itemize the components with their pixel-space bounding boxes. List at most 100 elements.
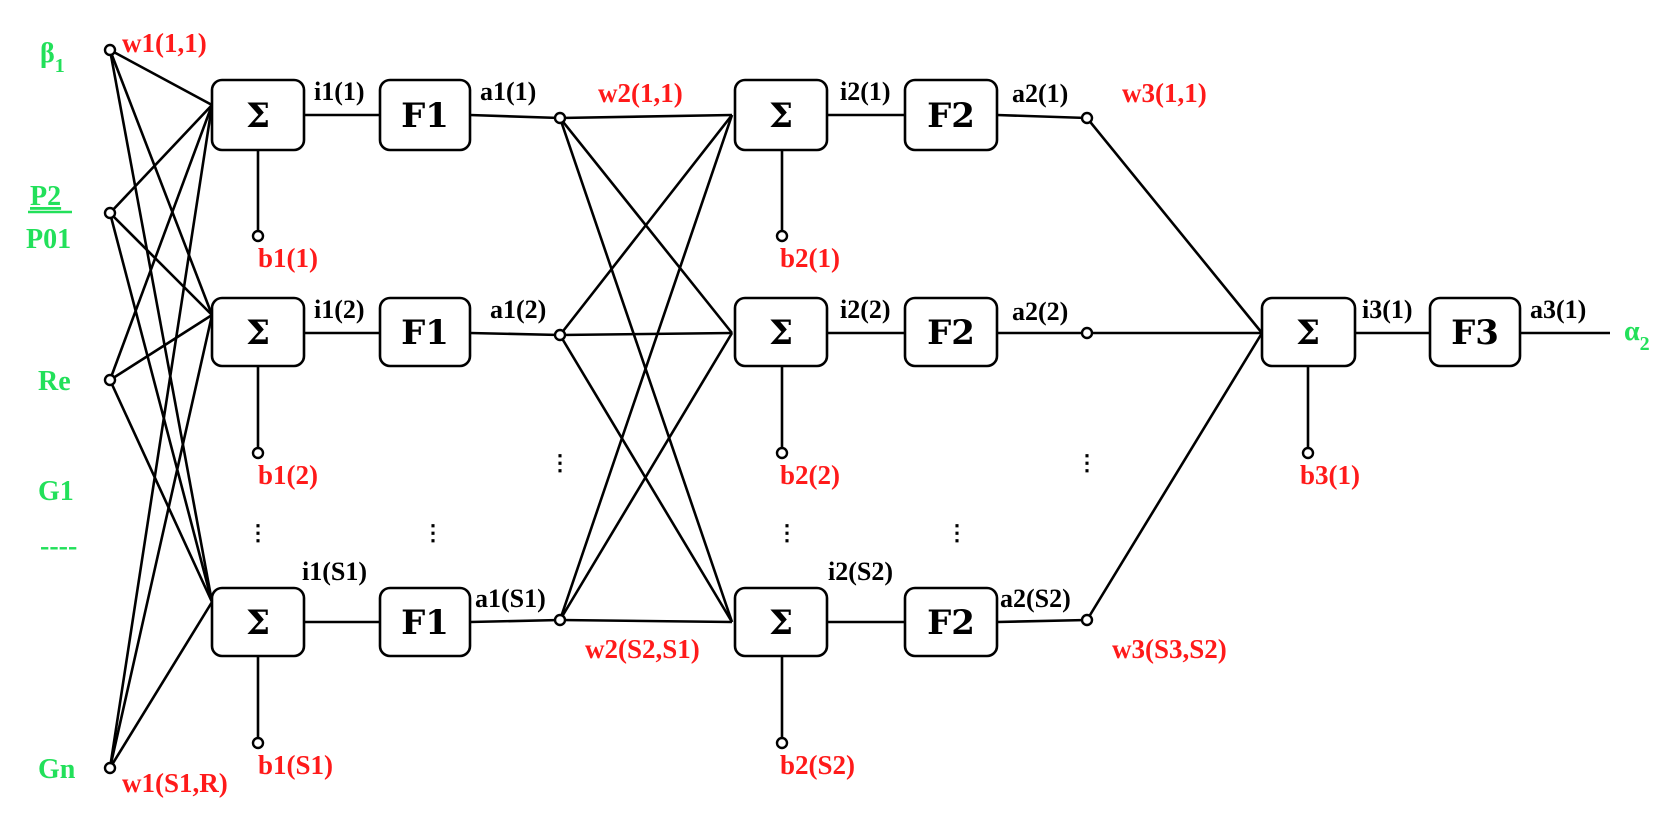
bias-b1-s1: b1(S1) xyxy=(258,750,333,780)
f1-box xyxy=(378,296,472,368)
layer2-output-node xyxy=(1080,326,1094,340)
input-node xyxy=(103,43,117,57)
summation-box xyxy=(210,78,306,152)
layer2-output-node xyxy=(1080,613,1094,627)
input-re: Re xyxy=(38,366,71,397)
summation-box xyxy=(210,296,306,368)
weight-w3-first: w3(1,1) xyxy=(1122,78,1207,108)
input-node xyxy=(103,373,117,387)
weight-w3-last: w3(S3,S2) xyxy=(1112,634,1227,664)
layer2-neuron-1: Σ F2 xyxy=(733,78,999,152)
layer1-neuron-1: Σ F1 xyxy=(210,78,472,152)
layer1-output-node xyxy=(553,613,567,627)
input-p01: P01 xyxy=(26,224,71,255)
signal-a1-s1: a1(S1) xyxy=(475,584,546,613)
weight-w1-last: w1(S1,R) xyxy=(122,768,228,798)
summation-symbol: Σ xyxy=(769,96,793,136)
signal-i2-s2: i2(S2) xyxy=(828,557,893,586)
signal-a2-2: a2(2) xyxy=(1012,297,1068,326)
signal-i3-1: i3(1) xyxy=(1362,295,1413,324)
layer2-neuron-2: Σ F2 xyxy=(733,296,999,368)
signal-labels: i1(1) a1(1) i1(2) a1(2) i1(S1) a1(S1) i2… xyxy=(302,77,1586,613)
layer1-links xyxy=(256,113,561,740)
summation-symbol: Σ xyxy=(769,603,793,643)
f3-box xyxy=(1428,296,1522,368)
bias-node xyxy=(775,446,789,460)
ellipsis-dots: ⋮ xyxy=(776,521,798,546)
bias-node xyxy=(775,736,789,750)
bias-b2-2: b2(2) xyxy=(780,460,840,490)
bias-node xyxy=(251,229,265,243)
bias-b1-2: b1(2) xyxy=(258,460,318,490)
layer1-neuron-2: Σ F1 xyxy=(210,296,472,368)
ellipsis-dots: ⋮ xyxy=(549,451,571,476)
summation-box xyxy=(733,78,829,152)
bias-b2-1: b2(1) xyxy=(780,243,840,273)
signal-a2-1: a2(1) xyxy=(1012,79,1068,108)
node-circles xyxy=(103,43,1315,775)
f2-label: F2 xyxy=(927,603,975,643)
alpha-symbol: α xyxy=(1624,316,1640,347)
bias-node xyxy=(251,446,265,460)
input-labels: β1 P2 P01 Re G1 ---- Gn xyxy=(26,38,77,785)
layer3-neuron-1: Σ F3 xyxy=(1260,296,1522,368)
summation-box xyxy=(733,586,829,658)
signal-a3-1: a3(1) xyxy=(1530,295,1586,324)
signal-i2-1: i2(1) xyxy=(840,77,891,106)
bias-node xyxy=(775,229,789,243)
beta-subscript: 1 xyxy=(55,55,65,77)
signal-i1-s1: i1(S1) xyxy=(302,557,367,586)
bias-node xyxy=(251,736,265,750)
input-p2: P2 xyxy=(30,181,61,212)
f2-box xyxy=(903,586,999,658)
input-g1: G1 xyxy=(38,476,74,507)
input-to-layer1-connections xyxy=(108,48,214,769)
f1-label: F1 xyxy=(401,96,449,136)
weight-w2-first: w2(1,1) xyxy=(598,78,683,108)
input-beta1: β1 xyxy=(40,38,65,77)
summation-symbol: Σ xyxy=(246,603,270,643)
layer2-output-node xyxy=(1080,111,1094,125)
signal-a1-2: a1(2) xyxy=(490,295,546,324)
output-alpha2: α2 xyxy=(1624,316,1650,355)
summation-symbol: Σ xyxy=(246,96,270,136)
ellipsis-dots: ⋮ xyxy=(247,521,269,546)
summation-box xyxy=(1260,296,1357,368)
signal-i1-2: i1(2) xyxy=(314,295,365,324)
layer1-output-node xyxy=(553,328,567,342)
signal-i1-1: i1(1) xyxy=(314,77,365,106)
layer1-to-layer2-connections xyxy=(558,113,734,624)
input-ellipsis: ---- xyxy=(40,531,77,562)
signal-a1-1: a1(1) xyxy=(480,77,536,106)
layer2-neuron-s2: Σ F2 xyxy=(733,586,999,658)
f1-box xyxy=(378,586,472,658)
f1-box xyxy=(378,78,472,152)
beta-symbol: β xyxy=(40,38,55,69)
signal-i2-2: i2(2) xyxy=(840,295,891,324)
layer3-links xyxy=(1306,331,1610,450)
ellipsis-dots: ⋮ xyxy=(946,521,968,546)
summation-symbol: Σ xyxy=(769,313,793,353)
bias-node xyxy=(1301,446,1315,460)
f2-box xyxy=(903,296,999,368)
input-gn: Gn xyxy=(38,754,76,785)
summation-box xyxy=(733,296,829,368)
ellipsis-markers: ⋮ ⋮ ⋮ ⋮ ⋮ ⋮ xyxy=(247,451,1098,546)
input-node xyxy=(103,761,117,775)
input-node xyxy=(103,206,117,220)
weight-bias-labels: w1(1,1) w1(S1,R) w2(1,1) w2(S2,S1) w3(1,… xyxy=(122,28,1360,798)
f2-label: F2 xyxy=(927,96,975,136)
weight-w1-first: w1(1,1) xyxy=(122,28,207,58)
alpha-subscript: 2 xyxy=(1640,333,1650,355)
layer2-links xyxy=(780,113,1088,740)
layer2-to-layer3-connections xyxy=(1085,117,1264,621)
f1-label: F1 xyxy=(401,313,449,353)
summation-box xyxy=(210,586,306,658)
f1-label: F1 xyxy=(401,603,449,643)
f2-box xyxy=(903,78,999,152)
summation-symbol: Σ xyxy=(1296,313,1320,353)
f2-label: F2 xyxy=(927,313,975,353)
f3-label: F3 xyxy=(1451,313,1499,353)
summation-symbol: Σ xyxy=(246,313,270,353)
